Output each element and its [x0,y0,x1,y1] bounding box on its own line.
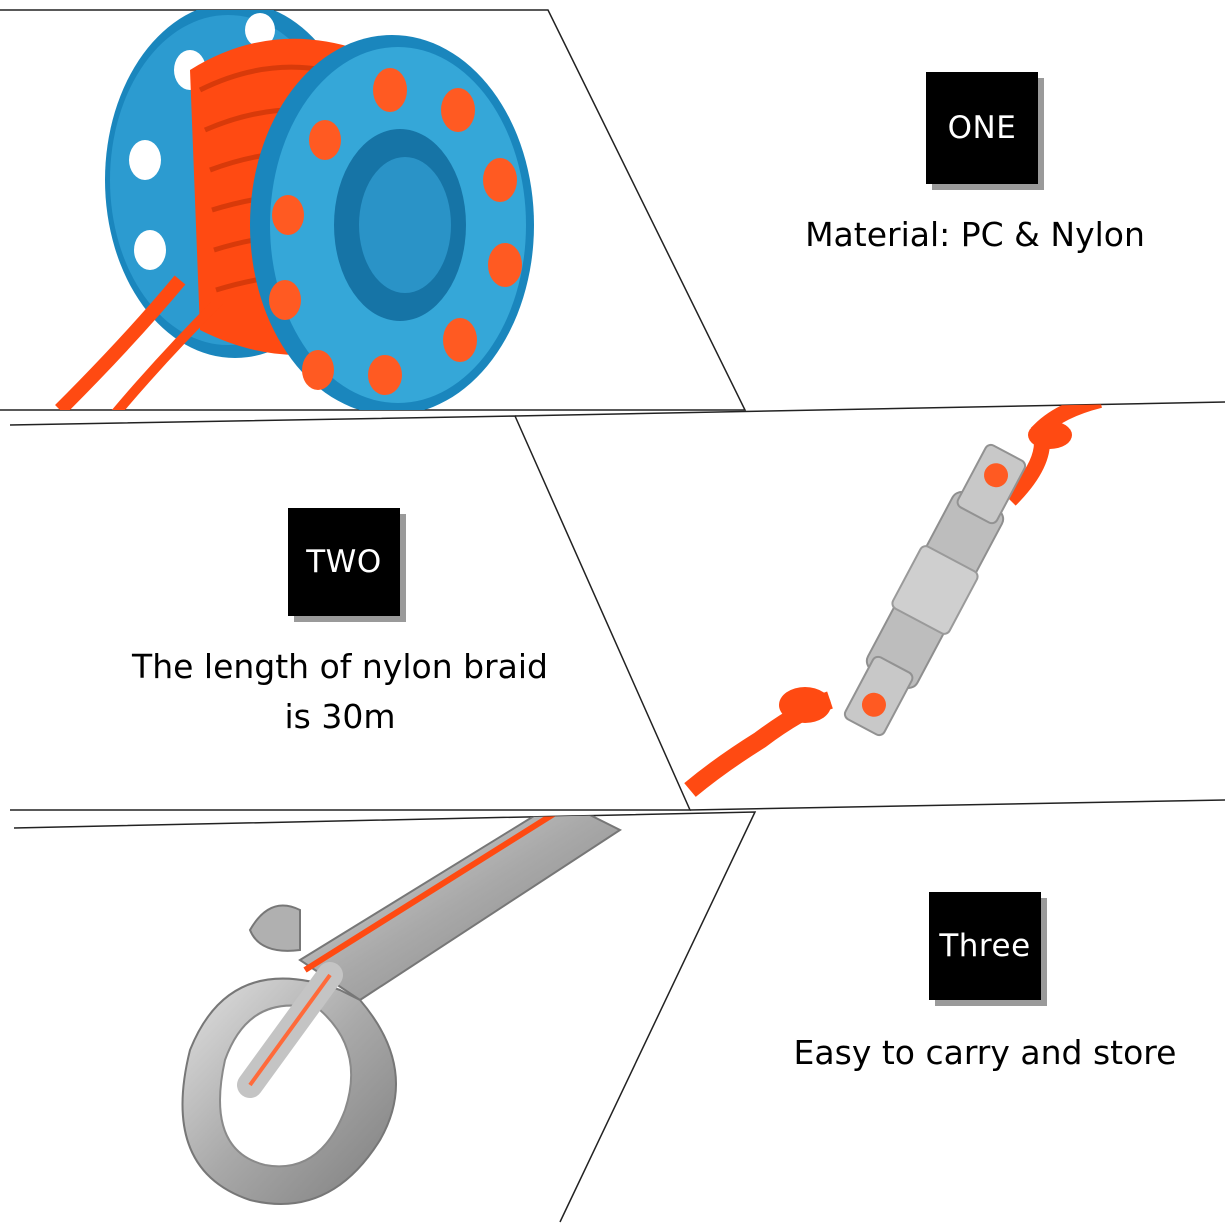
caption-line: Easy to carry and store [793,1033,1177,1072]
caption-carry: Easy to carry and store [770,1028,1200,1078]
caption-line: is 30m [284,697,396,736]
bolt-snap-icon [181,812,623,1205]
badge-one: ONE [926,72,1038,184]
caption-line: The length of nylon braid [132,647,548,686]
badge-two: TWO [288,508,400,616]
badge-label: ONE [947,110,1017,146]
swivel-connector-icon [684,402,1103,797]
caption-length: The length of nylon braid is 30m [100,642,580,742]
badge-label: Three [939,928,1031,964]
caption-material: Material: PC & Nylon [770,210,1180,260]
badge-three: Three [929,892,1041,1000]
finger-reel-icon [55,10,534,410]
caption-line: Material: PC & Nylon [805,215,1145,254]
badge-label: TWO [306,544,382,580]
